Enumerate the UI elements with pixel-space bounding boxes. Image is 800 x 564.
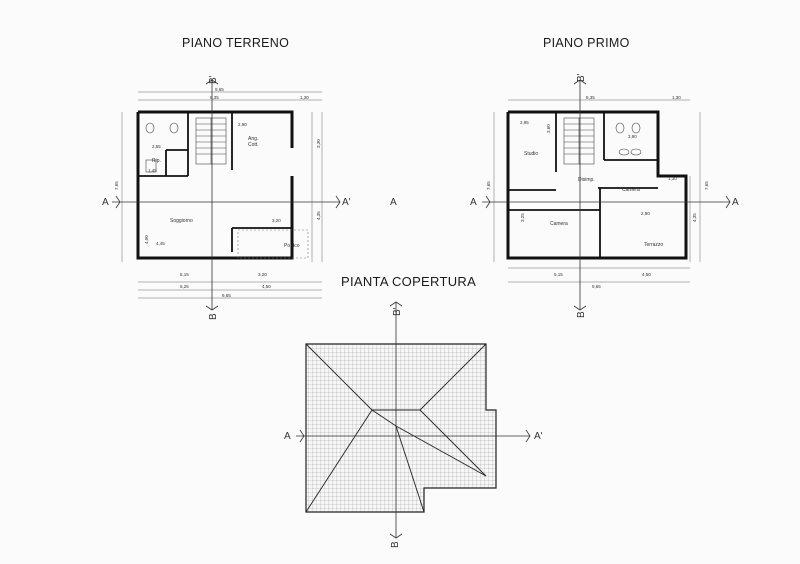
roof-marker-a: A <box>284 431 291 442</box>
first-dimension-lines <box>493 99 701 283</box>
title-pianta-copertura: PIANTA COPERTURA <box>341 274 477 289</box>
room-studio: Studio <box>524 151 538 157</box>
dim-bottom-a: 5,15 <box>180 272 189 277</box>
ground-bath-fixtures <box>145 122 179 173</box>
roof-ridges <box>305 343 487 513</box>
dim-320: 3,20 <box>272 218 281 223</box>
title-piano-primo: PIANO PRIMO <box>543 36 630 50</box>
first-marker-a: A <box>470 197 477 208</box>
dim-top-left: 8,35 <box>210 95 219 100</box>
first-inner-walls <box>508 112 658 258</box>
dim-bottom-c: 5,25 <box>180 284 189 289</box>
dim-left-total: 7,65 <box>114 181 119 190</box>
dim-right-b: 4,35 <box>316 211 321 220</box>
ground-marker-b: B <box>208 313 219 320</box>
dim-325: 3,25 <box>520 213 525 222</box>
first-labels: Studio Disimp. Camera Camera Terrazzo 8,… <box>486 95 709 289</box>
dim-390: 3,90 <box>628 134 637 139</box>
ground-outer-walls <box>136 110 294 260</box>
room-rip: Rip. <box>152 158 161 164</box>
room-camera-left: Camera <box>550 221 568 227</box>
first-stairs <box>563 117 595 165</box>
dim-295: 2,95 <box>520 120 529 125</box>
dim-bottom-total: 9,65 <box>222 293 231 298</box>
dim-first-130: 1,30 <box>668 176 677 181</box>
first-bath-fixtures <box>615 122 642 156</box>
dim-255: 2,55 <box>152 144 161 149</box>
room-terrazzo: Terrazzo <box>644 242 663 248</box>
ground-marker-b-prime: B' <box>208 75 219 84</box>
dim-first-right-b: 4,35 <box>692 213 697 222</box>
dim-bottom-d: 4,50 <box>262 284 271 289</box>
title-piano-terreno: PIANO TERRENO <box>182 36 290 50</box>
dim-first-290: 2,90 <box>641 211 650 216</box>
roof-section-lines <box>296 301 531 539</box>
dim-right-a: 3,30 <box>316 139 321 148</box>
first-marker-a-prime: A <box>732 197 739 208</box>
ground-portico-outline <box>237 229 309 259</box>
dim-first-bottom-a: 5,15 <box>554 272 563 277</box>
roof-outline <box>305 343 497 513</box>
roof-marker-b-prime: B' <box>392 307 403 316</box>
room-disimp: Disimp. <box>578 177 595 183</box>
dim-290: 2,90 <box>238 122 247 127</box>
ground-section-a <box>112 79 341 311</box>
dim-top-total: 9,65 <box>215 87 224 92</box>
ground-dimension-lines <box>121 91 323 299</box>
first-marker-b: B <box>576 311 587 318</box>
roof-marker-a-prime: A' <box>534 431 543 442</box>
first-outer-walls <box>506 110 688 260</box>
first-section-a <box>482 79 731 311</box>
first-floor-plan: Studio Disimp. Camera Camera Terrazzo 8,… <box>470 73 739 318</box>
dim-first-right-total: 7,65 <box>704 181 709 190</box>
dim-360: 3,60 <box>546 124 551 133</box>
room-ang-cott: Ang.Cott. <box>248 136 259 148</box>
ground-inner-walls <box>138 112 292 252</box>
ground-floor-plan: Ang.Cott. Rip. Soggiorno Portico 9,65 8,… <box>102 75 351 320</box>
roof-plan: A A' B' B <box>284 301 543 548</box>
dim-bottom-b: 3,20 <box>258 272 267 277</box>
ground-marker-a-prime: A' <box>342 197 351 208</box>
first-marker-b-prime: B' <box>576 73 587 82</box>
dim-first-top-left: 8,35 <box>586 95 595 100</box>
dim-445: 4,45 <box>156 241 165 246</box>
ground-marker-a: A <box>102 197 109 208</box>
dim-first-bottom-b: 4,50 <box>642 272 651 277</box>
ground-stairs <box>195 117 227 165</box>
center-marker-a: A <box>390 197 397 208</box>
room-camera-right: Camera <box>622 187 640 193</box>
dim-top-right: 1,30 <box>300 95 309 100</box>
dim-first-bottom-total: 9,65 <box>592 284 601 289</box>
dim-first-left-total: 7,65 <box>486 181 491 190</box>
room-portico: Portico <box>284 243 300 249</box>
roof-marker-b: B <box>390 541 401 548</box>
dim-first-top-right: 1,30 <box>672 95 681 100</box>
dim-400: 4,00 <box>144 235 149 244</box>
dim-145: 1,45 <box>148 168 157 173</box>
room-soggiorno: Soggiorno <box>170 218 193 224</box>
ground-labels: Ang.Cott. Rip. Soggiorno Portico 9,65 8,… <box>114 87 321 298</box>
